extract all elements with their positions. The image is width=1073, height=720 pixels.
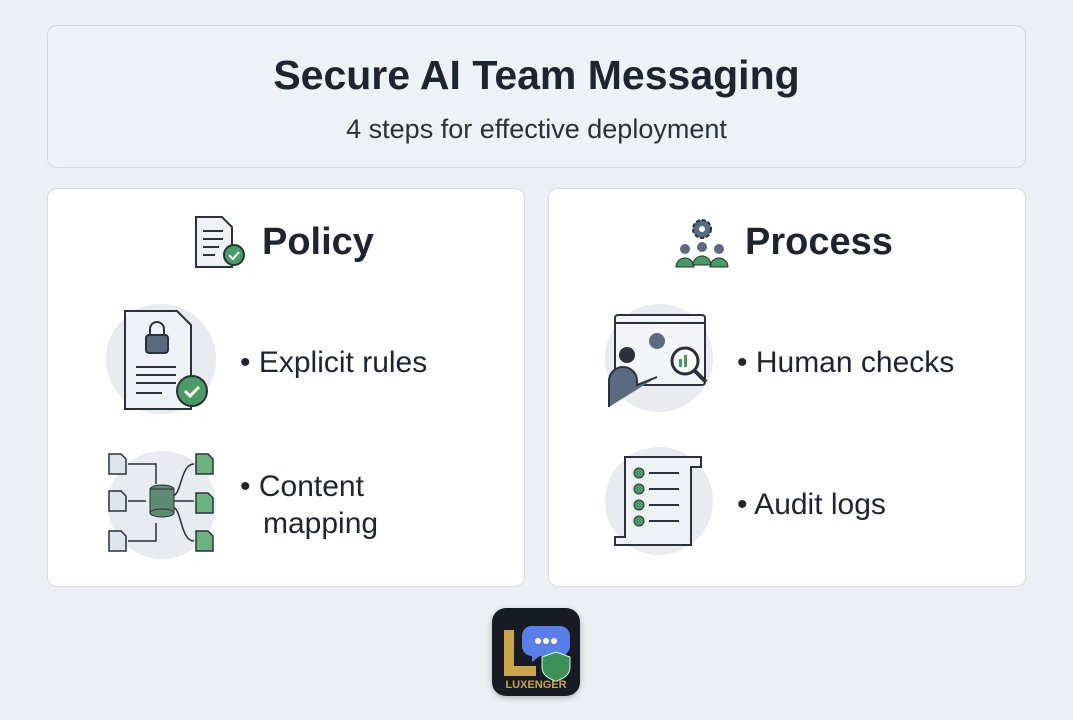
luxenger-logo: LUXENGER <box>492 608 580 696</box>
human-review-magnifier-icon <box>608 314 708 407</box>
process-heading: Process <box>745 221 893 263</box>
header-box: Secure AI Team Messaging 4 steps for eff… <box>47 25 1026 168</box>
page-subtitle: 4 steps for effective deployment <box>346 114 727 144</box>
content-mapping-flow-icon <box>108 453 214 552</box>
content-mapping-line2: mapping <box>263 507 379 540</box>
page-title: Secure AI Team Messaging <box>273 52 800 98</box>
process-card: Process • Human checks • Audit logs <box>548 188 1026 587</box>
content-mapping-line1: • Content <box>240 470 364 503</box>
logo-graphic-icon <box>504 626 571 682</box>
team-gear-process-icon <box>675 219 729 268</box>
process-item-human-checks: • Human checks <box>737 346 955 379</box>
logo-text: LUXENGER <box>505 679 567 691</box>
policy-item-content-mapping: • Content mapping <box>240 468 378 542</box>
policy-card: Policy • Explicit rules • Content mappin… <box>47 188 525 587</box>
policy-item-explicit-rules: • Explicit rules <box>240 346 428 379</box>
process-item-audit-logs: • Audit logs <box>737 488 886 521</box>
policy-document-check-icon <box>195 216 245 268</box>
policy-heading: Policy <box>262 221 374 263</box>
audit-log-scroll-icon <box>614 456 702 546</box>
locked-document-check-icon <box>124 310 208 410</box>
